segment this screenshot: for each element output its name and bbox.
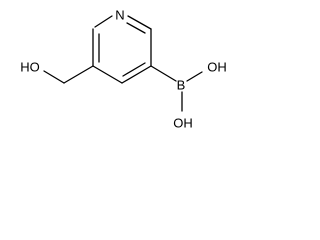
atom-label-oh-boronic-top: OH <box>207 59 227 74</box>
atom-label-n: N <box>115 7 124 22</box>
bond-c5-b <box>150 65 177 82</box>
bond-ch2-o <box>43 70 65 84</box>
molecule-diagram: N B HO OH OH <box>20 7 227 130</box>
atom-label-b: B <box>177 77 186 92</box>
ring-bond-c5-c4 <box>121 65 152 84</box>
atom-label-ho-hydroxymethyl: HO <box>20 59 40 74</box>
atom-label-oh-boronic-bottom: OH <box>173 115 193 130</box>
bond-b-oh-top <box>186 71 203 82</box>
ring-bond-c4-c3 <box>92 65 123 84</box>
ring-bond-c2-n <box>94 15 113 28</box>
double-bond-inner-c4-c5 <box>122 62 146 77</box>
ring-bond-n-c6 <box>127 15 152 30</box>
structure-canvas: N B HO OH OH <box>0 0 244 138</box>
bond-c3-ch2 <box>63 65 94 84</box>
double-bond-inner-n-c6 <box>126 22 146 34</box>
